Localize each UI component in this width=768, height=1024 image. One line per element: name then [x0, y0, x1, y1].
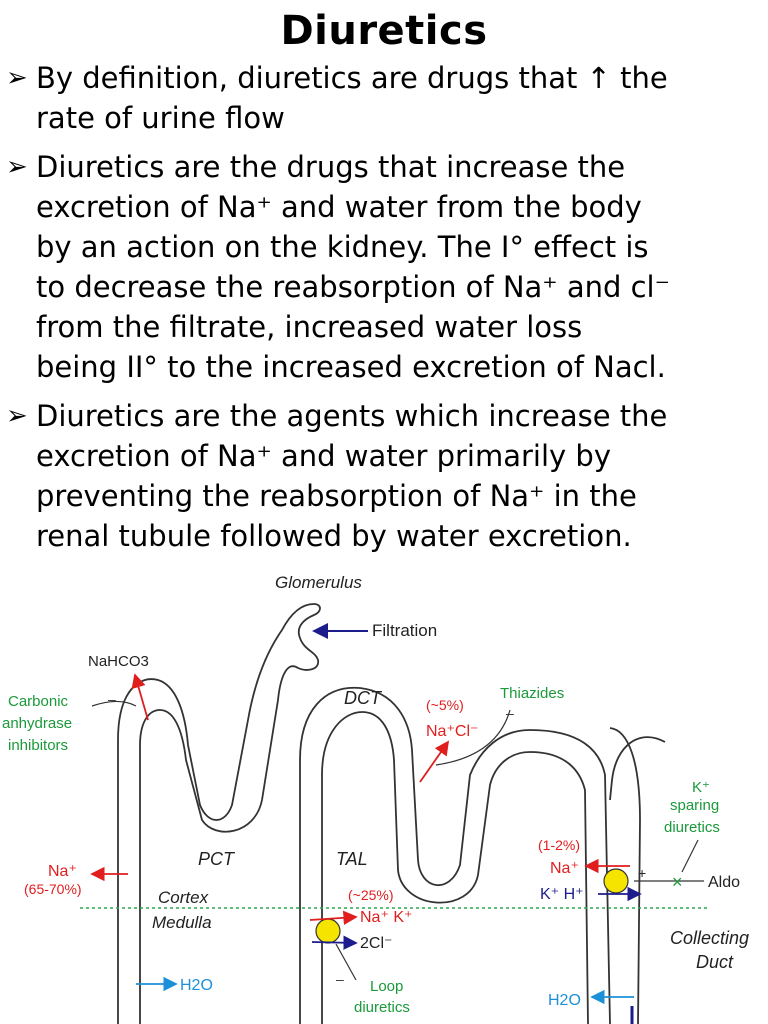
ksparing-pointer: [681, 839, 699, 873]
arrow-bullet-icon: ➢: [6, 152, 28, 182]
plus-sign: +: [638, 865, 646, 881]
tal-label: TAL: [336, 849, 368, 869]
dct-label: DCT: [344, 688, 383, 708]
collecting-label: Collecting: [670, 928, 749, 948]
carbonic-label: Carbonic: [8, 693, 69, 710]
bullet-line: to decrease the reabsorption of Na⁺ and …: [36, 270, 670, 304]
bullet-line: By definition, diuretics are drugs that …: [36, 61, 668, 95]
bullet-line: Diuretics are the drugs that increase th…: [36, 150, 626, 184]
thiazides-pointer: [435, 709, 511, 766]
bullet-item: ➢ By definition, diuretics are drugs tha…: [4, 58, 766, 138]
carbonic-label: anhydrase: [2, 715, 72, 732]
carbonic-pointer: [91, 700, 137, 707]
bullet-item: ➢ Diuretics are the drugs that increase …: [4, 147, 766, 387]
tal-cl-arrow: [311, 935, 358, 950]
bullet-line: Diuretics are the agents which increase …: [36, 399, 668, 433]
bullet-list: ➢ By definition, diuretics are drugs tha…: [4, 58, 766, 565]
bullet-line: rate of urine flow: [36, 101, 285, 135]
filtration-label: Filtration: [372, 621, 437, 640]
ksparing-label: K⁺: [692, 779, 710, 796]
tubule-outline: [117, 603, 666, 1024]
cd-pump-icon: [603, 868, 629, 894]
tal-nak: Na⁺ K⁺: [360, 909, 412, 926]
arrow-bullet-icon: ➢: [6, 401, 28, 431]
minus-sign: –: [336, 971, 344, 987]
medulla-label: Medulla: [152, 913, 212, 932]
h2o-right-label: H2O: [548, 992, 581, 1009]
block-x-icon: ×: [672, 872, 683, 892]
bullet-line: by an action on the kidney. The I° effec…: [36, 230, 649, 264]
tal-2cl: 2Cl⁻: [360, 935, 392, 952]
loop-pump-icon: [315, 918, 341, 944]
dct-arrow: [419, 740, 450, 783]
collecting-label: Duct: [696, 952, 734, 972]
loop-label: Loop: [370, 978, 403, 995]
carbonic-label: inhibitors: [8, 737, 68, 754]
pct-na: Na⁺: [48, 863, 77, 880]
bullet-line: excretion of Na⁺ and water primarily by: [36, 439, 612, 473]
loop-pointer: [335, 943, 357, 981]
pct-percent: (65-70%): [24, 881, 82, 897]
h2o-left-label: H2O: [180, 977, 213, 994]
ksparing-label: diuretics: [664, 819, 720, 836]
ksparing-label: sparing: [670, 797, 719, 814]
tal-na-arrow: [309, 910, 358, 926]
minus-sign: –: [506, 705, 514, 721]
arrow-bullet-icon: ➢: [6, 63, 28, 93]
bullet-item: ➢ Diuretics are the agents which increas…: [4, 396, 766, 556]
page-title: Diuretics: [280, 8, 488, 54]
nahco3-label: NaHCO3: [88, 653, 149, 670]
dct-percent: (~5%): [426, 697, 464, 713]
cd-percent: (1-2%): [538, 837, 580, 853]
pct-label: PCT: [198, 849, 236, 869]
aldo-label: Aldo: [708, 874, 740, 891]
nephron-diagram: Glomerulus Filtration NaHCO3 Carbonic an…: [2, 573, 749, 1024]
thiazides-label: Thiazides: [500, 685, 564, 702]
bullet-line: renal tubule followed by water excretion…: [36, 519, 632, 553]
cd-na: Na⁺: [550, 860, 579, 877]
cortex-label: Cortex: [158, 888, 209, 907]
bullet-line: being II° to the increased excretion of …: [36, 350, 666, 384]
cd-kh: K⁺ H⁺: [540, 886, 584, 903]
dct-nacl: Na⁺Cl⁻: [426, 723, 478, 740]
nahco3-arrow: [131, 673, 149, 721]
bullet-line: preventing the reabsorption of Na⁺ in th…: [36, 479, 637, 513]
bullet-line: from the filtrate, increased water loss: [36, 310, 583, 344]
glomerulus-label: Glomerulus: [275, 573, 362, 592]
loop-label: diuretics: [354, 999, 410, 1016]
bullet-line: excretion of Na⁺ and water from the body: [36, 190, 642, 224]
tal-percent: (~25%): [348, 887, 394, 903]
minus-sign: –: [108, 691, 116, 707]
